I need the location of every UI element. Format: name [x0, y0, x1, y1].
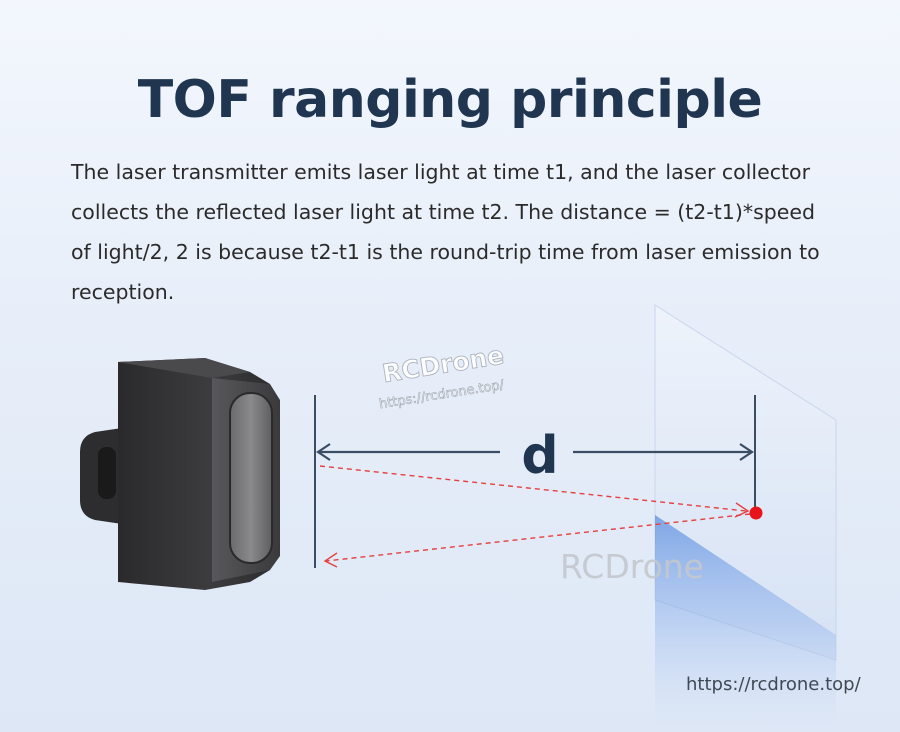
sensor-lens [229, 392, 273, 564]
laser-reflection-dot [749, 506, 763, 520]
laser-beams [319, 465, 763, 568]
page-title: TOF ranging principle [137, 70, 763, 130]
laser-reflected-beam [325, 513, 751, 562]
distance-dimension: d [314, 395, 756, 568]
laser-reflected-arrowhead [323, 552, 338, 568]
dimension-arrow-right [739, 443, 754, 461]
laser-sensor-device [80, 358, 280, 590]
target-panel [654, 304, 837, 732]
mounting-slot [98, 447, 116, 499]
description-text: The laser transmitter emits laser light … [71, 160, 820, 304]
dimension-arrow-left [316, 443, 331, 461]
footer-url: https://rcdrone.top/ [686, 674, 861, 695]
watermark-brand-large: RCDrone [560, 547, 704, 586]
distance-label: d [521, 426, 558, 486]
watermark-tilted: RCDrone https://rcdrone.top/ [378, 340, 506, 413]
